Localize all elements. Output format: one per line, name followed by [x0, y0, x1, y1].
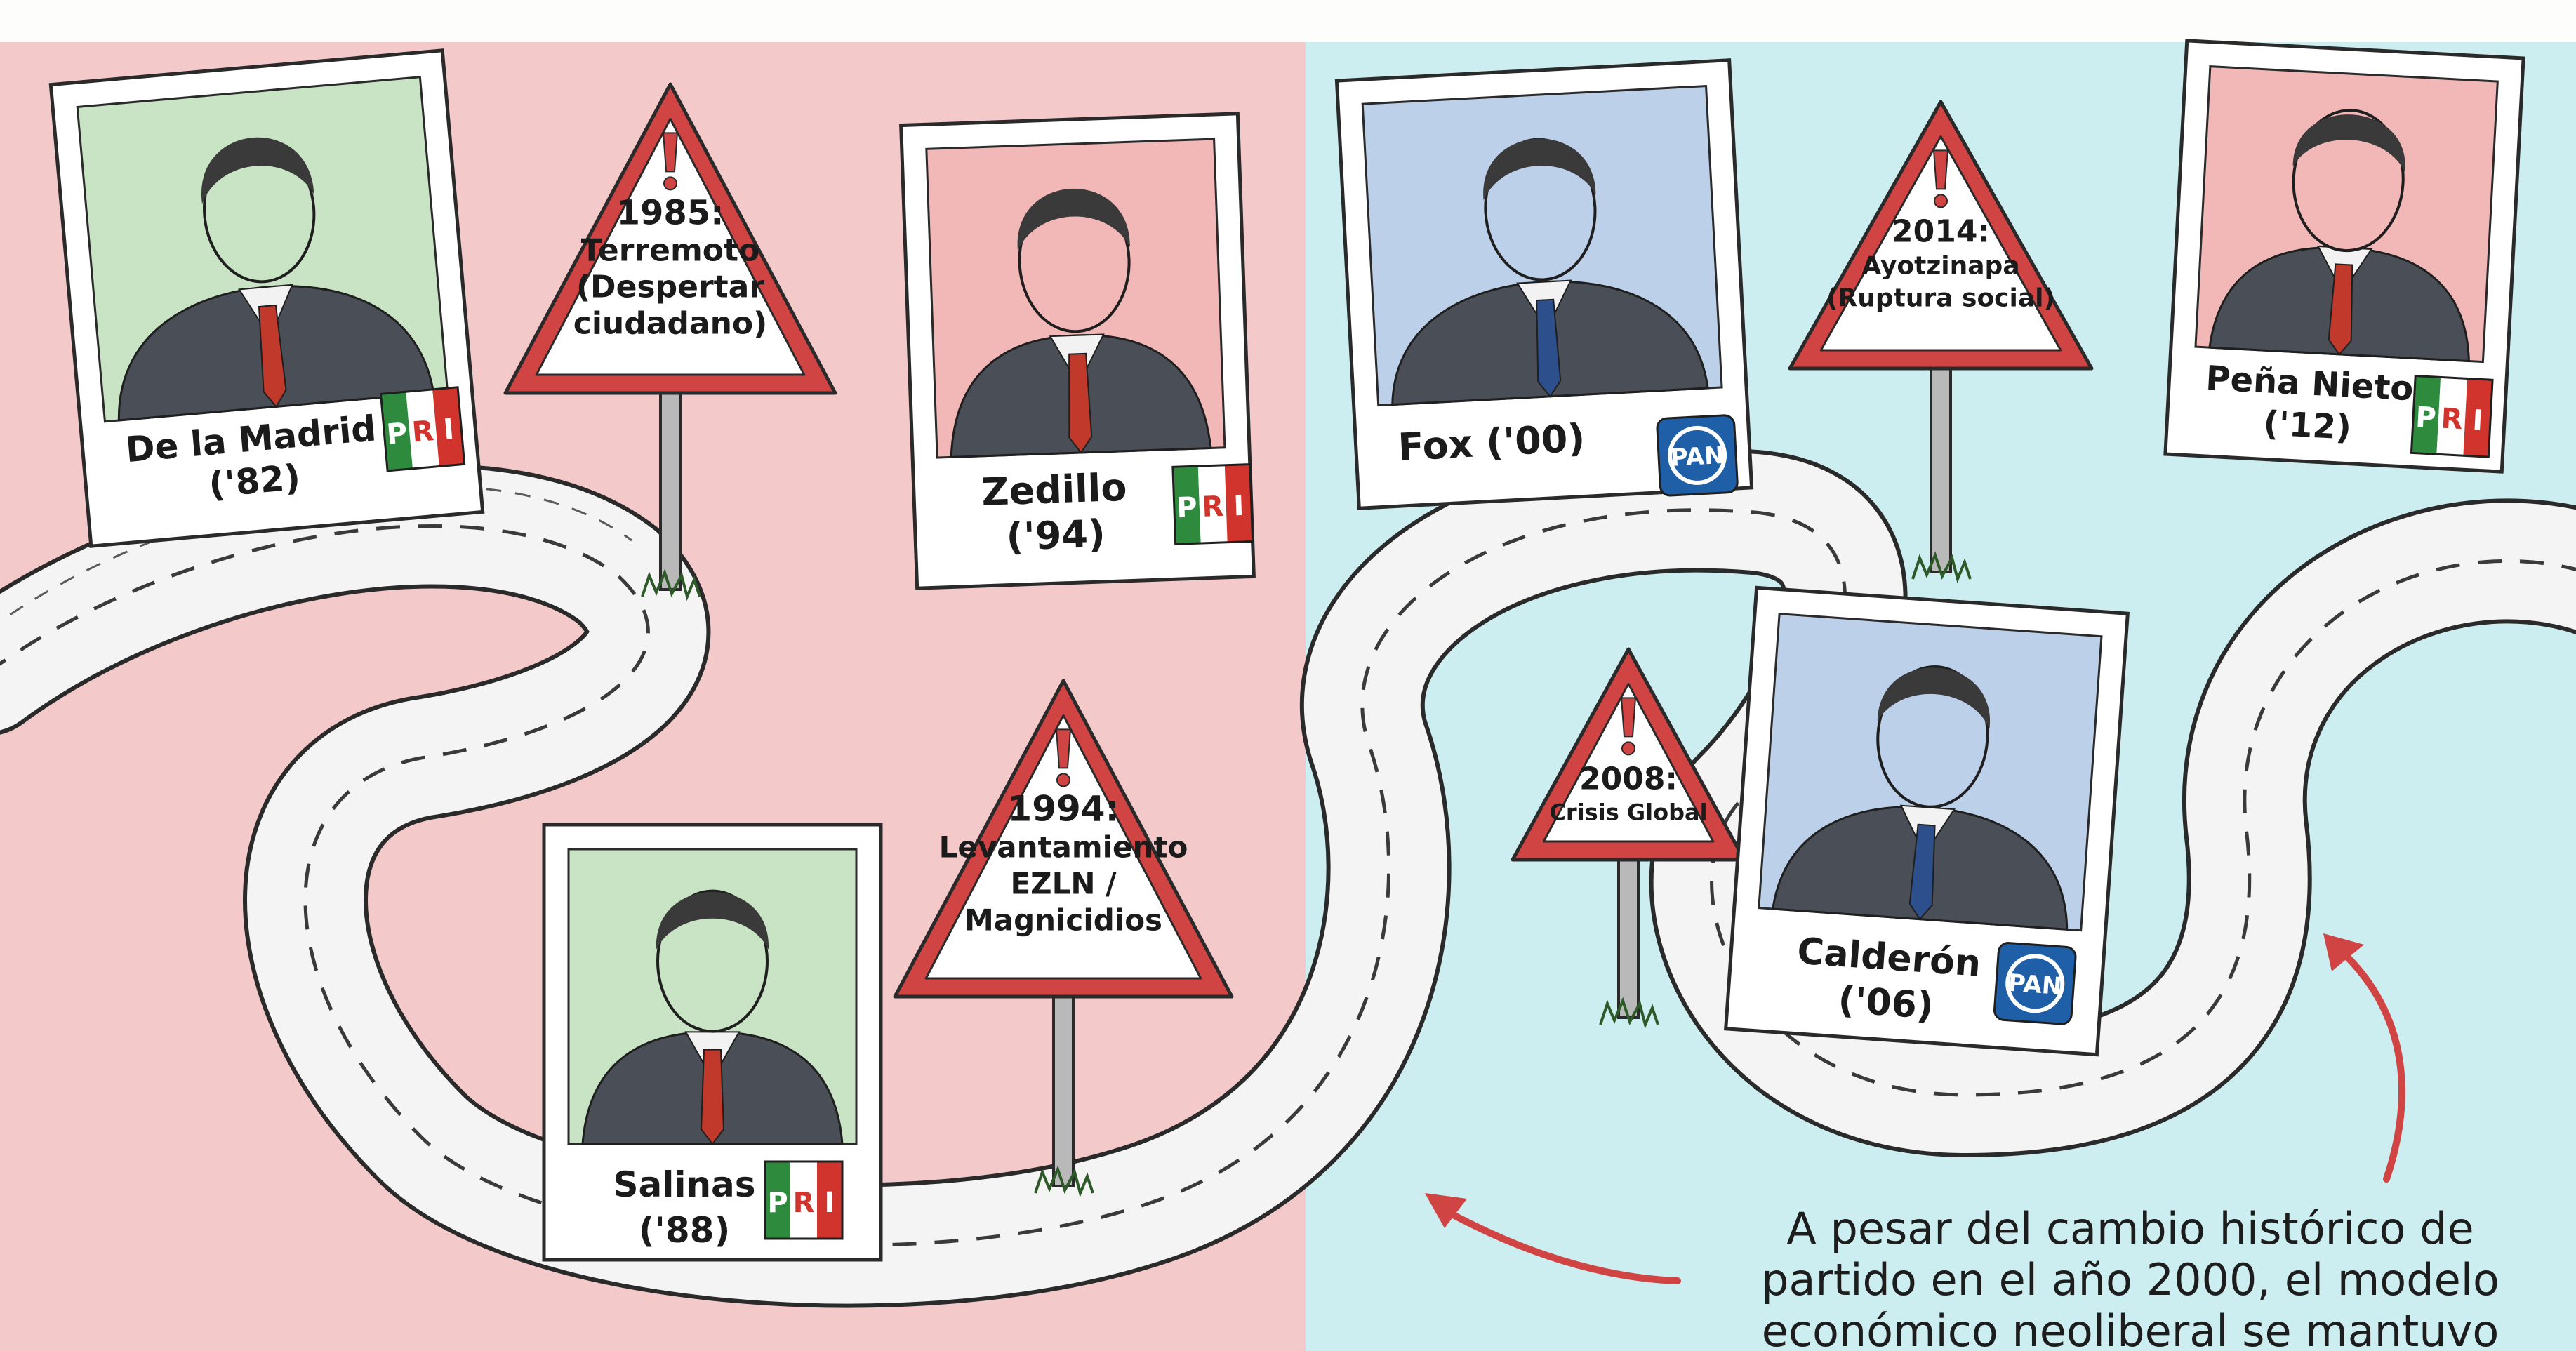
president-card-calderon: Calderón('06)PAN [1724, 585, 2130, 1057]
warning-signs: 1985:Terremoto(Despertarciudadano)1994:L… [503, 82, 2094, 1198]
sign-year: 2014: [1892, 213, 1990, 249]
pri-logo-letter: P [2415, 401, 2437, 434]
sign-description-line: ciudadano) [573, 305, 768, 341]
president-name: Fox ('00) [1397, 415, 1586, 470]
president-name: Zedillo [981, 465, 1127, 514]
exclamation-icon [662, 132, 679, 191]
pan-logo-label: PAN [1670, 441, 1725, 472]
sign-description-line: Levantamiento [939, 830, 1188, 864]
sign-description-line: (Despertar [576, 269, 764, 305]
pri-logo-letter: R [1202, 491, 1224, 524]
president-term-year: ('06) [1837, 979, 1935, 1027]
pri-logo-letter: R [2440, 403, 2463, 437]
pri-logo-letter: P [767, 1187, 788, 1219]
warning-sign-2008: 2008:Crisis Global [1511, 647, 1746, 1030]
portrait-silhouette-icon [2208, 109, 2470, 363]
president-name: Salinas [613, 1164, 755, 1205]
exclamation-icon [1932, 149, 1949, 208]
grass-tuft [1599, 997, 1659, 1030]
sign-pole [1930, 360, 1952, 573]
sign-face [535, 117, 806, 376]
pri-logo-letter: R [793, 1187, 815, 1219]
sign-year: 1985: [617, 193, 724, 232]
sign-pole [659, 385, 682, 591]
exclamation-icon [1620, 697, 1637, 756]
road-surface [0, 451, 2576, 1304]
pan-party-logo-icon: PAN [1656, 414, 1739, 497]
pan-logo-label: PAN [2007, 969, 2063, 1001]
portrait-silhouette-icon [950, 188, 1212, 458]
pri-logo-letter: I [1233, 490, 1244, 522]
sign-description-line: (Ruptura social) [1826, 284, 2055, 312]
portrait-silhouette-icon [1772, 665, 2069, 931]
grass-tuft [1911, 551, 1972, 584]
sign-description-line: Ayotzinapa [1861, 251, 2019, 280]
sign-face [924, 714, 1202, 980]
president-term-year: ('82) [207, 457, 302, 505]
president-term-year: ('88) [639, 1210, 731, 1251]
caption-line-1: A pesar del cambio histórico de [1786, 1203, 2474, 1254]
sign-face [1819, 135, 2062, 352]
left-curved-arrow-icon [1425, 1193, 1681, 1284]
caption-line-2: partido en el año 2000, el modelo [1761, 1254, 2499, 1305]
president-term-year: ('12) [2262, 404, 2352, 447]
sign-description-line: Crisis Global [1549, 799, 1707, 825]
pri-logo-letter: P [1176, 491, 1197, 524]
pri-logo-letter: I [825, 1187, 835, 1219]
president-term-year: ('94) [1006, 512, 1106, 559]
sign-pole [1052, 988, 1075, 1187]
pan-party-logo-icon: PAN [1993, 942, 2077, 1025]
sign-year: 2008: [1579, 761, 1678, 797]
sign-description-line: Terremoto [581, 232, 760, 268]
up-curved-arrow-icon [2323, 933, 2405, 1183]
warning-sign-2014: 2014:Ayotzinapa (Ruptura social) [1788, 100, 2094, 584]
pri-logo-letter: I [2471, 404, 2483, 437]
sign-pole [1617, 851, 1640, 1019]
pri-logo-letter: I [442, 413, 456, 446]
pri-logo-letter: R [411, 415, 435, 449]
portrait-silhouette-icon [117, 137, 435, 422]
portrait-silhouette-icon [581, 889, 844, 1145]
caption: A pesar del cambio histórico de partido … [1761, 1203, 2499, 1351]
caption-line-3: económico neoliberal se mantuvo [1762, 1305, 2499, 1351]
president-card-fox: Fox ('00) PAN [1334, 58, 1754, 510]
sign-description-line: Magnicidios [964, 903, 1162, 937]
sign-year: 1994: [1007, 788, 1119, 829]
pri-logo-letter: P [385, 417, 409, 451]
grass-tuft [641, 568, 701, 601]
exclamation-icon [1055, 728, 1072, 787]
sign-face [1542, 682, 1715, 843]
sign-description-line: EZLN / [1010, 866, 1117, 900]
portrait-silhouette-icon [1391, 138, 1709, 406]
arrows [1425, 933, 2405, 1284]
grass-tuft [1034, 1165, 1094, 1198]
winding-road [0, 447, 2576, 1308]
